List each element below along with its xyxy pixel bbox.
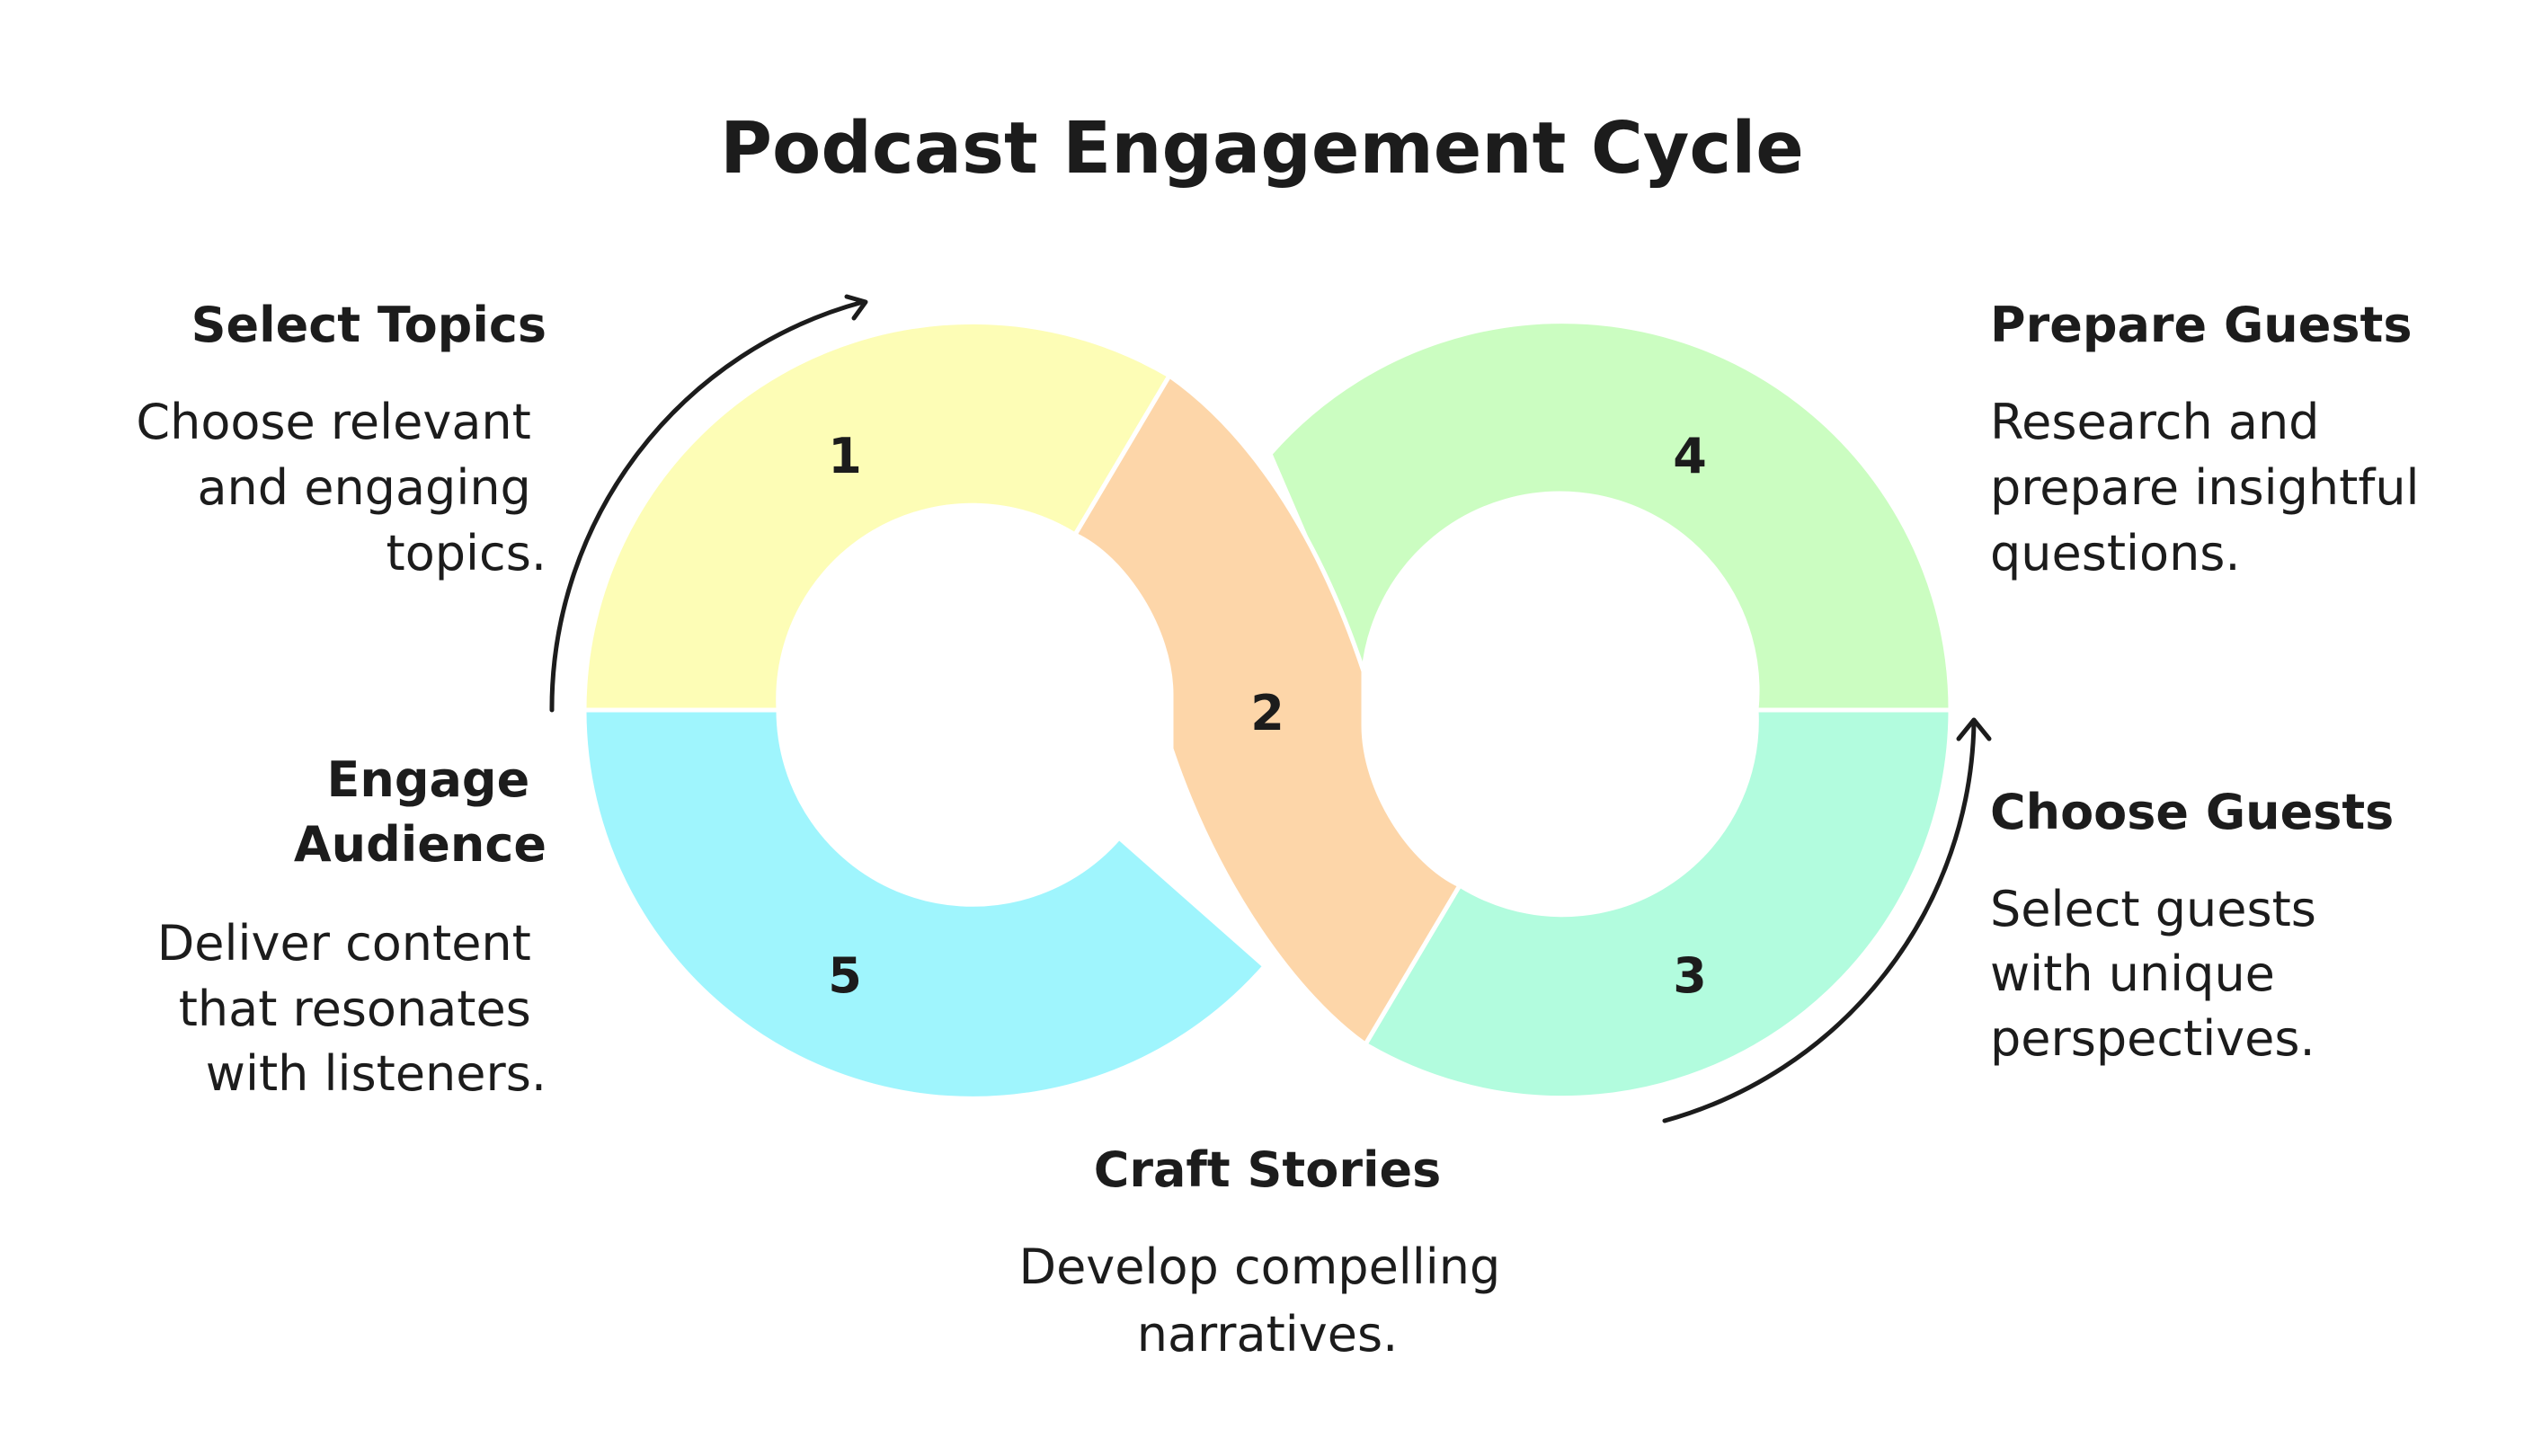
step-description: Select guests with unique perspectives. [1990,881,2332,1067]
ring-segments [582,319,1953,1101]
description-line: narratives. [1137,1306,1399,1363]
step-prepare-guests: Prepare Guests Research and prepare insi… [1990,297,2435,582]
description-line: prepare insightful [1990,459,2420,516]
description-line: topics. [387,525,547,582]
step-craft-stories: Craft Stories Develop compelling narrati… [1019,1141,1516,1363]
step-title: Select Topics [191,297,547,353]
left-cycle-arrow [549,299,866,713]
description-line: perspectives. [1990,1010,2315,1067]
step-description: Research and prepare insightful question… [1990,394,2435,582]
step-title: Engage Audience [294,751,547,873]
description-line: Develop compelling [1019,1238,1501,1295]
step-description: Choose relevant and engaging topics. [136,394,547,582]
right-cycle-arrow [1662,721,1977,1123]
description-line: Deliver content [157,915,531,972]
step-description: Deliver content that resonates with list… [157,915,547,1102]
segment-1 [582,319,1173,713]
segment-3 [1362,707,1953,1101]
segment-number-4: 4 [1673,428,1707,484]
step-title: Prepare Guests [1990,297,2412,353]
description-line: that resonates [179,981,531,1037]
step-choose-guests: Choose Guests Select guests with unique … [1990,784,2394,1067]
segment-number-5: 5 [828,947,862,1004]
title-line: Engage [326,751,529,808]
description-line: questions. [1990,525,2241,582]
segment-number-1: 1 [828,428,862,484]
step-select-topics: Select Topics Choose relevant and engagi… [136,297,547,582]
step-title: Choose Guests [1990,784,2394,840]
cycle-arrows [549,294,1992,1123]
segment-numbers: 1 2 3 4 5 [828,428,1707,1004]
step-description: Develop compelling narratives. [1019,1238,1516,1363]
segment-number-3: 3 [1673,947,1707,1004]
description-line: with listeners. [206,1045,547,1102]
description-line: with unique [1990,946,2275,1002]
right-arrowhead-icon [1956,717,1992,741]
segment-number-2: 2 [1250,685,1284,741]
left-arrowhead-icon [844,294,868,321]
description-line: Choose relevant [136,394,530,450]
title-line: Audience [294,816,547,873]
step-title: Craft Stories [1094,1141,1442,1198]
description-line: and engaging [197,459,530,516]
description-line: Research and [1990,394,2319,450]
segment-4 [1267,319,1953,713]
page-title: Podcast Engagement Cycle [720,107,1804,190]
description-line: Select guests [1990,881,2316,937]
step-engage-audience: Engage Audience Deliver content that res… [157,751,547,1102]
segment-5 [582,707,1268,1101]
segment-2 [1071,372,1463,1048]
